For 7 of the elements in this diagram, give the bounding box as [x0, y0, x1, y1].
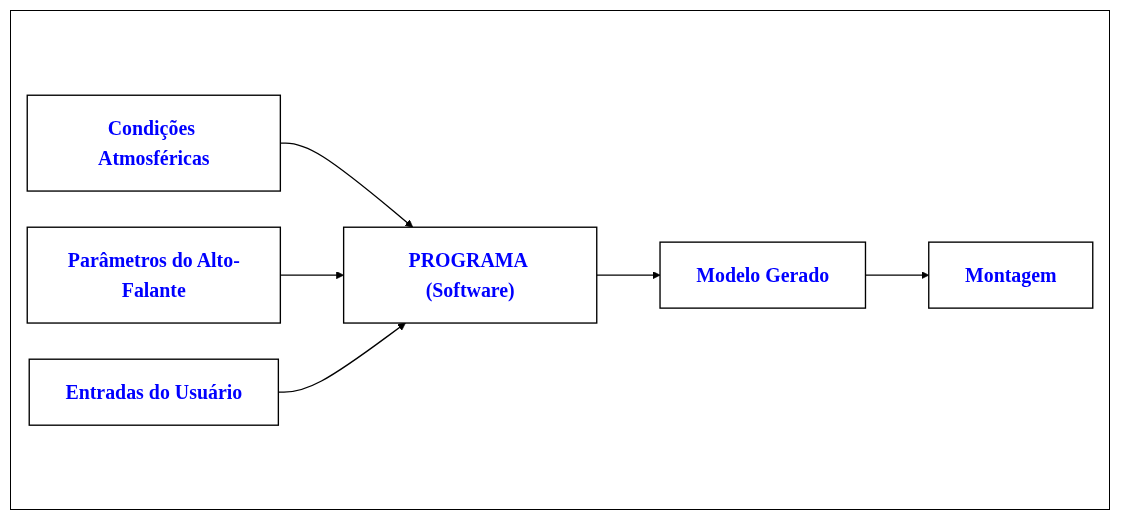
- node-box: PROGRAMA (Software): [342, 226, 598, 324]
- node-box: Condições Atmosféricas: [26, 94, 282, 192]
- node-box: Parâmetros do Alto-Falante: [26, 226, 282, 324]
- node-box: Montagem: [928, 241, 1094, 309]
- arrow: [596, 270, 661, 279]
- node-box: Entradas do Usuário: [28, 358, 280, 426]
- node-box: Modelo Gerado: [659, 241, 867, 309]
